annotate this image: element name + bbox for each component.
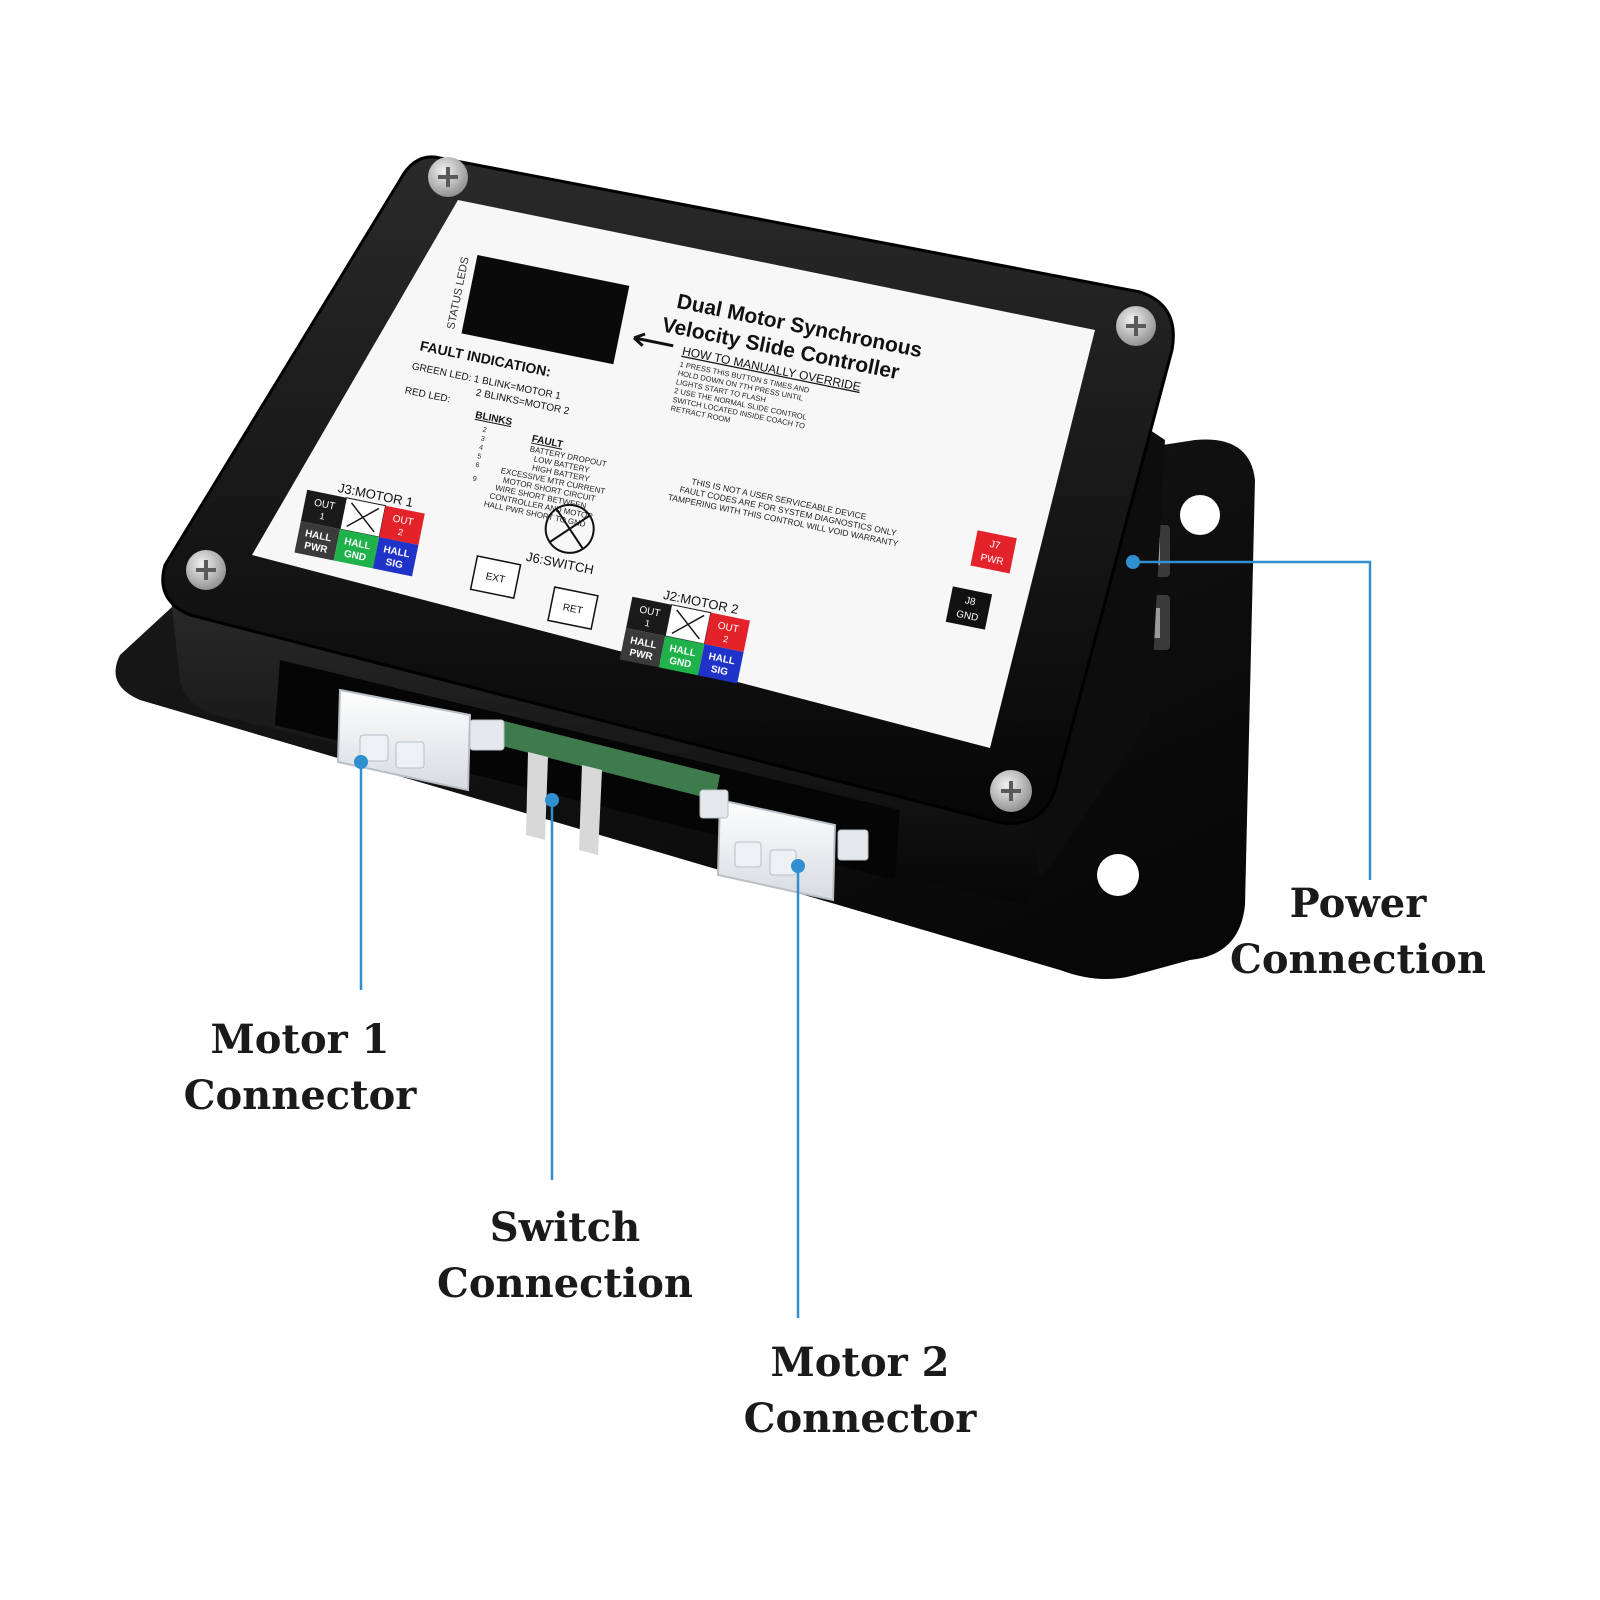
callout-text: Motor 2 (770, 1339, 950, 1386)
pin-out-1-num: 1 (644, 618, 651, 629)
callout-text: Power (1289, 880, 1427, 927)
motor-2-connector (699, 789, 869, 902)
callout-text: Connection (1230, 936, 1486, 983)
mounting-hole (1180, 495, 1220, 535)
callout-motor-2-connector: Motor 2 Connector (730, 1335, 990, 1447)
enclosure-right-face (1030, 430, 1165, 880)
pin-hall-pwr-2: PWR (628, 647, 654, 663)
callout-text: Connector (743, 1395, 977, 1442)
switch-terminals (526, 752, 602, 855)
pin-out-2: OUT (391, 513, 414, 528)
j8-gnd-badge: J8 GND (945, 586, 993, 630)
label-sticker (252, 200, 1095, 748)
pin-out-2-num: 2 (397, 527, 404, 538)
leader-lines (359, 560, 1372, 1318)
j6-switch: J6:SWITCH EXT RET (469, 503, 599, 631)
blink-number: 9 (472, 476, 477, 484)
arrow-icon (633, 332, 674, 348)
pin-hall-sig: HALL (382, 544, 410, 560)
blink-number: 4 (478, 444, 483, 452)
pin-out-1: OUT (313, 498, 336, 513)
leader-dot-motor-1 (354, 755, 368, 769)
callout-switch-connection: Switch Connection (425, 1200, 705, 1312)
gnd-label: GND (955, 609, 979, 624)
pin-hall-gnd-2: GND (668, 655, 692, 670)
ret-label: RET (562, 602, 584, 617)
pin-out-1: OUT (638, 604, 661, 619)
callout-text: Motor 1 (210, 1016, 390, 1063)
x-mark-icon (671, 609, 705, 640)
mounting-hole (1097, 854, 1139, 896)
screw (428, 157, 468, 197)
pin-hall-pwr: HALL (629, 635, 657, 651)
ext-label: EXT (485, 571, 506, 586)
j8-label: J8 (964, 595, 977, 608)
blink-number: 5 (477, 453, 482, 461)
screw (990, 770, 1032, 812)
pin-out-2: OUT (717, 620, 740, 635)
status-led-window (461, 254, 630, 365)
callout-text: Switch (489, 1204, 641, 1251)
j2-motor-2-pinmap: J2:MOTOR 2 OUT 1 OUT 2 HALL PWR HALL GND… (619, 587, 750, 684)
override-button-icon (544, 503, 595, 554)
pin-hall-pwr: HALL (304, 528, 332, 544)
leader-dot-switch (545, 793, 559, 807)
pin-hall-pwr-2: PWR (303, 540, 329, 556)
pin-out-2-num: 2 (722, 634, 729, 645)
blink-number: 2 (482, 427, 487, 435)
pin-hall-gnd: HALL (343, 536, 371, 552)
leader-dots (354, 555, 1140, 873)
blink-number: 6 (475, 462, 480, 470)
pin-hall-sig: HALL (708, 651, 736, 667)
screw (186, 550, 226, 590)
pin-out-1-num: 1 (319, 511, 326, 522)
j3-motor-1-pinmap: J3:MOTOR 1 OUT 1 OUT 2 HALL PWR HALL GND… (294, 480, 425, 577)
leader-dot-motor-2 (791, 859, 805, 873)
pin-hall-gnd: HALL (668, 643, 696, 659)
callout-text: Connector (183, 1072, 417, 1119)
leader-line-power (1133, 560, 1372, 880)
motor-1-connector (336, 688, 505, 792)
screw (1116, 306, 1156, 346)
x-mark-icon (346, 502, 380, 533)
leader-dot-power (1126, 555, 1140, 569)
callout-power-connection: Power Connection (1228, 876, 1488, 988)
pwr-label: PWR (979, 552, 1004, 567)
pin-hall-sig-2: SIG (385, 557, 404, 571)
blink-numbers: 2 3 4 5 6 9 (472, 427, 487, 484)
circuit-board (498, 720, 720, 800)
blink-number: 3 (480, 435, 485, 443)
callout-text: Connection (437, 1260, 693, 1307)
callout-motor-1-connector: Motor 1 Connector (170, 1012, 430, 1124)
j7-pwr-badge: J7 PWR (970, 530, 1017, 574)
j7-label: J7 (989, 539, 1002, 552)
pin-hall-sig-2: SIG (710, 664, 729, 678)
pin-hall-gnd-2: GND (343, 548, 367, 563)
